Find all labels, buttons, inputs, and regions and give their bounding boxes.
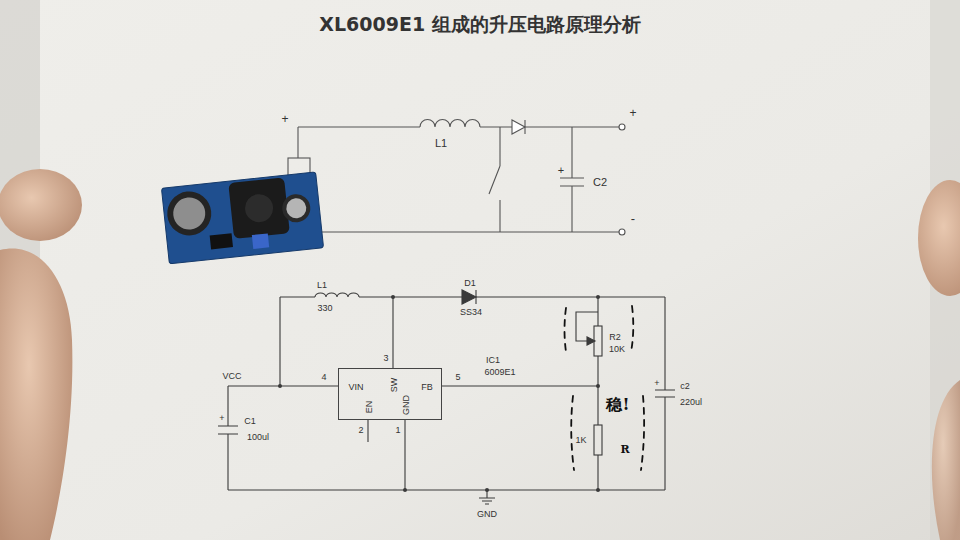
ground-symbol (479, 490, 495, 504)
wire (392, 297, 393, 368)
hand-left (0, 248, 72, 540)
part-value: SS34 (460, 308, 482, 317)
pin-name: SW (390, 378, 399, 393)
wire (280, 297, 338, 386)
pin-number: 4 (321, 373, 326, 382)
pin-name: GND (402, 395, 411, 415)
capacitor-symbol (560, 127, 584, 232)
junction-dot (596, 295, 600, 299)
part-value: 220ul (680, 398, 702, 407)
pin-name: FB (421, 383, 433, 392)
terminal (619, 124, 625, 130)
junction-dot (391, 295, 395, 299)
inductor-symbol (420, 120, 480, 127)
inductor-part (228, 177, 290, 239)
junction-dot (485, 488, 489, 492)
junction-dot (278, 384, 282, 388)
schematic (218, 290, 675, 504)
polarity-sign: + (558, 165, 564, 176)
capacitor-symbol (655, 297, 675, 490)
junction-dot (596, 384, 600, 388)
part-value: 1K (575, 436, 586, 445)
title: XL6009E1 组成的升压电路原理分析 (319, 12, 640, 38)
wire (310, 231, 619, 232)
terminal-sign: + (629, 107, 636, 119)
part-value: 10K (609, 345, 625, 354)
part-value: 330 (317, 304, 332, 313)
diode-symbol (462, 290, 476, 304)
inductor-symbol (315, 293, 359, 297)
handwritten-bracket (565, 306, 645, 470)
ic-box: VIN SW FB EN GND (338, 368, 442, 420)
part-name: L1 (317, 281, 327, 290)
wire (597, 297, 598, 386)
terminal-sign: - (631, 212, 635, 225)
module-photo (161, 172, 323, 264)
thumb-right (918, 180, 960, 296)
terminal-sign: + (281, 113, 288, 125)
hand (0, 169, 960, 540)
wire (597, 386, 598, 490)
arrowhead (587, 337, 595, 345)
pin-name: VIN (348, 383, 363, 392)
terminal (619, 229, 625, 235)
part-name: c2 (680, 382, 690, 391)
capacitor-part (285, 197, 307, 219)
capacitor-part (172, 196, 207, 231)
hand-right (932, 380, 960, 540)
capacitor-part (281, 193, 312, 224)
thumb-left (0, 169, 82, 241)
wire (404, 420, 405, 490)
potentiometer-part (252, 233, 269, 249)
pin-number: 2 (358, 426, 363, 435)
handwritten-bracket (571, 396, 574, 470)
resistor-symbol (594, 425, 602, 455)
handwritten-bracket (565, 308, 567, 352)
part-name: L1 (435, 138, 447, 149)
junction-dot (278, 295, 600, 492)
switch-symbol (489, 127, 500, 232)
part-name: R2 (609, 333, 621, 342)
junction-dot (596, 488, 600, 492)
pin-number: 1 (395, 426, 400, 435)
part-value: 6009E1 (484, 368, 515, 377)
part-name: D1 (464, 279, 476, 288)
handwritten-bracket (631, 306, 633, 352)
inductor-part (244, 193, 275, 224)
chip-part (210, 233, 233, 249)
wire (228, 385, 280, 386)
wire (442, 385, 598, 386)
wire (298, 126, 624, 127)
part-name: C2 (593, 177, 607, 188)
diode-symbol (512, 120, 525, 134)
simplified-circuit (288, 120, 625, 235)
net-name: VCC (222, 372, 241, 381)
wire (367, 420, 368, 442)
diode-symbol (475, 290, 476, 304)
handwritten-bracket (641, 396, 644, 470)
part-name: IC1 (486, 356, 500, 365)
wire (297, 127, 298, 158)
part-name: C1 (244, 417, 256, 426)
part-value: 100ul (247, 433, 269, 442)
pin-number: 3 (383, 354, 388, 363)
capacitor-part (165, 189, 213, 237)
handwritten-note: R (620, 444, 629, 455)
pcb (161, 172, 323, 264)
pin-number: 5 (455, 373, 460, 382)
polarity-sign: + (219, 414, 224, 423)
handwritten-note: 稳! (606, 397, 629, 413)
polarity-sign: + (654, 379, 659, 388)
junction-dot (403, 488, 407, 492)
capacitor-symbol (218, 386, 238, 490)
pin-name: EN (365, 401, 374, 414)
net-name: GND (477, 510, 497, 519)
